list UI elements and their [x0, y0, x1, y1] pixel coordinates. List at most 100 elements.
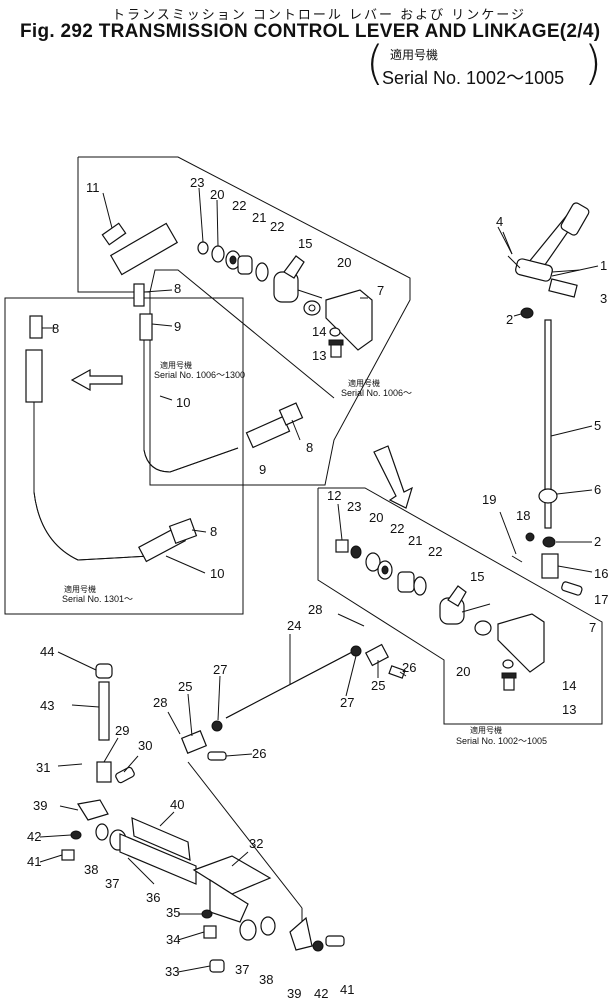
inset-serial-jp: 適用号機 — [64, 584, 96, 594]
inset-left-frame — [4, 297, 244, 615]
part-6-ball-joint — [538, 488, 593, 504]
japanese-title: トランスミッション コントロール レバー および リンケージ — [112, 8, 527, 23]
serial-number-range: Serial No. 1002～1005 — [382, 68, 565, 88]
callout-27: 27 — [340, 695, 354, 710]
part-20-washer-r — [474, 620, 492, 636]
inset-serial-label: Serial No. 1301～ — [62, 594, 133, 604]
callout-25: 25 — [178, 679, 192, 694]
part-25-yoke-lower — [180, 730, 208, 754]
callout-10: 10 — [176, 395, 190, 410]
callout-4: 4 — [496, 214, 503, 229]
callout-41: 41 — [340, 982, 354, 997]
part-22b-bushing-r — [413, 576, 427, 596]
part-13-bolt-r — [501, 672, 517, 691]
callout-1: 1 — [600, 258, 607, 273]
part-31-pin — [57, 763, 83, 767]
callout-25: 25 — [371, 678, 385, 693]
part-12-fitting — [335, 503, 349, 553]
callout-29: 29 — [115, 723, 129, 738]
callout-13: 13 — [562, 702, 576, 717]
part-19-pin — [499, 511, 523, 563]
callout-39: 39 — [33, 798, 47, 813]
inset-upper-frame — [77, 156, 411, 486]
callout-44: 44 — [40, 644, 54, 659]
part-43-shaft — [71, 681, 110, 741]
part-35-washer — [201, 909, 213, 919]
callout-21: 21 — [252, 210, 266, 225]
callout-31: 31 — [36, 760, 50, 775]
part-32-bracket — [192, 855, 272, 923]
callout-7: 7 — [377, 283, 384, 298]
arrow-pointer-left — [70, 368, 123, 392]
part-23-washer — [197, 187, 209, 255]
callout-2: 2 — [594, 534, 601, 549]
part-42-washer — [70, 830, 82, 840]
part-2-nut-lower — [542, 536, 592, 548]
part-15-lever — [273, 255, 323, 303]
callout-10: 10 — [210, 566, 224, 581]
part-27-nut-lower — [211, 720, 223, 732]
part-9-coupling — [139, 313, 173, 341]
callout-36: 36 — [146, 890, 160, 905]
callout-23: 23 — [347, 499, 361, 514]
part-10-hose-left — [25, 349, 151, 561]
part-20-collar-r — [365, 552, 381, 572]
part-5-rod — [544, 319, 593, 529]
part-8-fitting-left — [29, 315, 54, 339]
part-28-pin-upper — [337, 613, 365, 627]
inset-right-frame — [317, 487, 603, 725]
part-22-bushing-r — [377, 560, 393, 580]
callout-17: 17 — [594, 592, 608, 607]
part-2-nut-upper — [513, 307, 534, 319]
callout-34: 34 — [166, 932, 180, 947]
callout-3: 3 — [600, 291, 607, 306]
callout-18: 18 — [516, 508, 530, 523]
callout-22: 22 — [428, 544, 442, 559]
callout-14: 14 — [562, 678, 576, 693]
callout-42: 42 — [314, 986, 328, 1000]
callout-42: 42 — [27, 829, 41, 844]
callout-7: 7 — [589, 620, 596, 635]
callout-15: 15 — [298, 236, 312, 251]
part-8-elbow-left — [168, 518, 207, 544]
part-21-bearing — [237, 255, 253, 275]
serial-applicability: ( 適用号機 Serial No. 1002～1005 ) — [366, 40, 604, 92]
inset-serial-label: Serial No. 1006～ — [341, 388, 412, 398]
callout-38: 38 — [259, 972, 273, 987]
callout-24: 24 — [287, 618, 301, 633]
part-25-yoke-upper — [364, 643, 390, 667]
callout-6: 6 — [594, 482, 601, 497]
part-37-bearing-r — [239, 919, 257, 941]
callout-37: 37 — [105, 876, 119, 891]
part-33-joint — [209, 959, 225, 973]
callout-22: 22 — [232, 198, 246, 213]
callout-8: 8 — [174, 281, 181, 296]
part-38-bushing — [95, 823, 109, 841]
part-8-fitting-upper — [133, 283, 173, 307]
part-10-hose-upper — [143, 340, 239, 473]
part-18-washer — [525, 532, 535, 542]
callout-8: 8 — [52, 321, 59, 336]
callout-22: 22 — [270, 219, 284, 234]
part-3-bolt — [548, 278, 578, 298]
callout-33: 33 — [165, 964, 179, 979]
part-7-bracket-r — [497, 613, 545, 673]
callout-11: 11 — [86, 180, 100, 195]
callout-5: 5 — [594, 418, 601, 433]
callout-8: 8 — [210, 524, 217, 539]
callout-30: 30 — [138, 738, 152, 753]
callout-8: 8 — [306, 440, 313, 455]
part-20-collar — [211, 199, 225, 263]
inset-serial-jp: 適用号機 — [470, 725, 502, 735]
serial-japanese-label: 適用号機 — [390, 48, 439, 62]
part-15-lever-r — [439, 585, 491, 625]
callout-20: 20 — [210, 187, 224, 202]
callout-39: 39 — [287, 986, 301, 1000]
callout-26: 26 — [402, 660, 416, 675]
callout-16: 16 — [594, 566, 608, 581]
callout-26: 26 — [252, 746, 266, 761]
part-42-washer-r — [312, 940, 324, 952]
diagonal-arrow-middle — [373, 445, 413, 509]
header: トランスミッション コントロール レバー および リンケージ Fig. 292 … — [0, 0, 612, 110]
